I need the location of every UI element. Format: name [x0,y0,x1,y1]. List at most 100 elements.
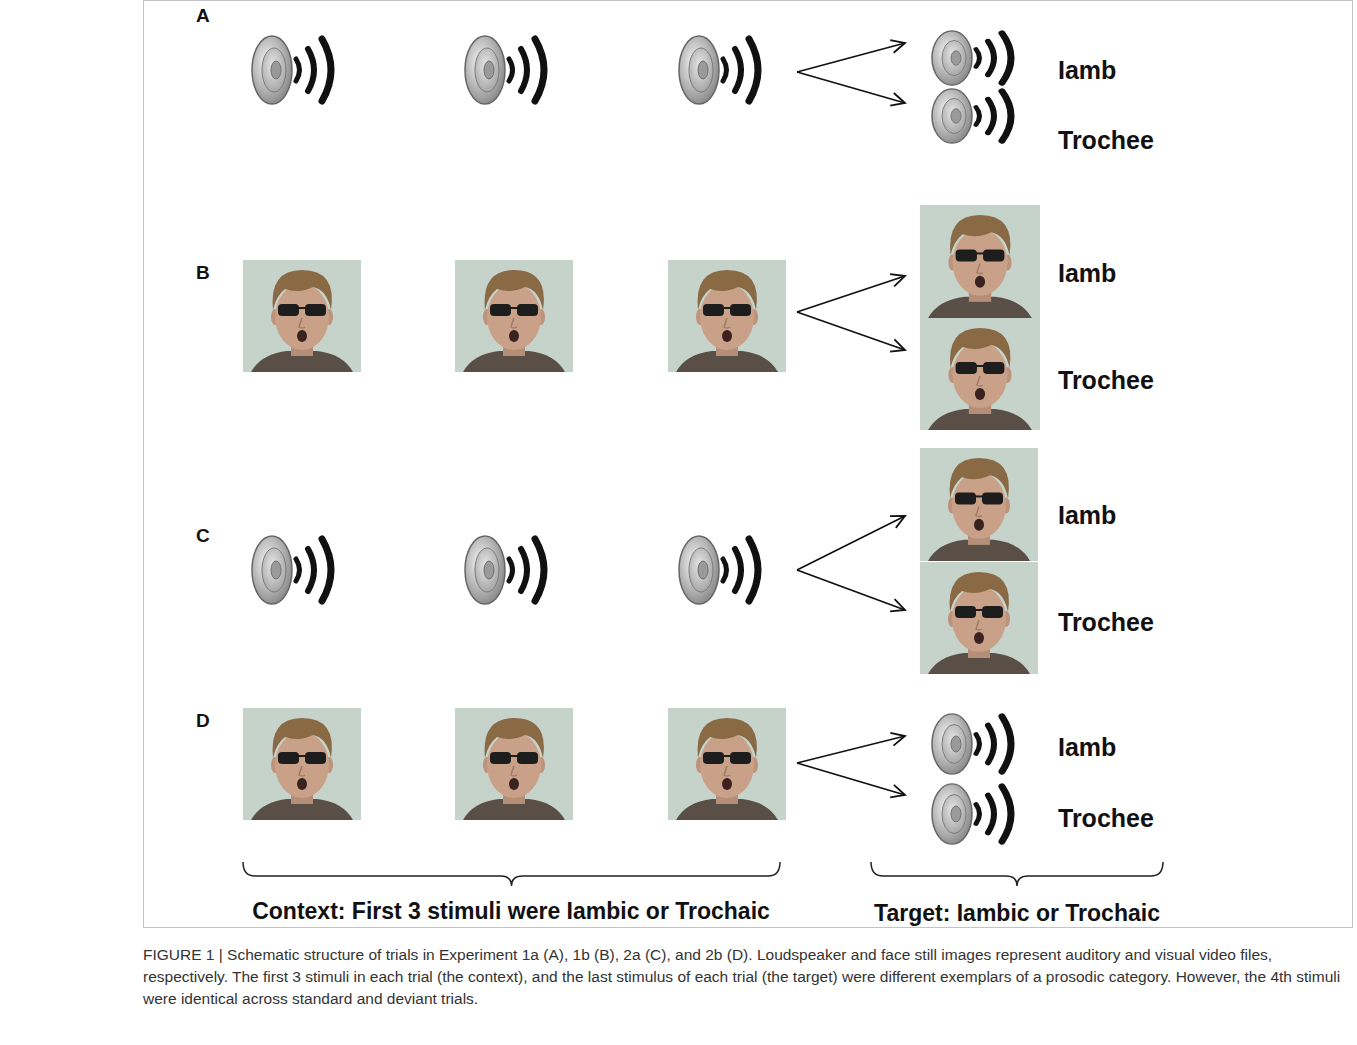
face-nose [977,264,983,274]
face-skin [700,732,754,798]
face-nose [299,766,305,776]
speaker-icon [932,714,1011,774]
sunglasses-bridge [510,307,518,309]
speaker-cone [679,536,719,604]
face-still [455,708,573,820]
face-still [920,205,1040,318]
speaker-center [484,561,494,579]
face-hair [950,328,1010,368]
sound-wave [521,549,527,591]
speaker-center [271,561,281,579]
fork-arrow [797,736,905,763]
sound-wave [1002,33,1011,83]
category-label: Iamb [1058,735,1116,760]
fork-arrow [797,72,905,103]
speaker-icon [679,536,758,604]
arrow-head [890,516,905,528]
sound-wave [322,539,331,601]
speaker-center [951,736,961,752]
sunglasses-lens [983,249,1004,261]
sound-wave [296,559,300,581]
face-skin [953,342,1008,408]
speaker-cone [932,89,972,143]
panel-letter: D [196,711,210,730]
sunglasses-lens [305,752,326,764]
face-skin [952,472,1006,539]
speaker-center [951,806,961,822]
face-still [455,260,573,372]
face-hair [698,270,757,310]
face-skin [952,586,1006,652]
arrow-head [890,733,905,746]
face-skin [953,229,1008,296]
sound-wave [296,59,300,81]
sunglasses-lens [703,752,724,764]
speaker-cone [252,536,292,604]
sound-wave [988,725,994,762]
face-skin [275,284,329,350]
speaker-icon [679,36,758,104]
category-label: Iamb [1058,261,1116,286]
speaker-cone [252,36,292,104]
sunglasses-lens [730,752,751,764]
sunglasses-bridge [298,755,306,757]
speaker-cone [932,31,972,85]
sunglasses-lens [278,752,299,764]
sound-wave [749,39,758,101]
sound-wave [735,549,741,591]
arrow-head [890,93,905,106]
sunglasses-lens [956,362,977,374]
face-mouth [974,632,984,644]
brace-bracket [243,862,780,886]
face-background [455,260,573,372]
speaker-inner [475,48,499,92]
face-skin [487,284,541,350]
face-hair [273,270,332,310]
speaker-inner [689,48,713,92]
sunglasses-lens [278,304,299,316]
face-still [243,260,361,372]
face-background [920,448,1038,561]
speaker-icon [252,536,331,604]
sunglasses-bridge [976,365,984,367]
face-still [243,708,361,820]
face-still [920,318,1040,430]
face-nose [724,318,730,328]
face-background [243,260,361,372]
speaker-cone [932,784,972,844]
sound-wave [1002,717,1011,772]
fork-arrow [797,570,905,610]
category-label: Trochee [1058,806,1154,831]
face-background [243,708,361,820]
speaker-icon [465,36,544,104]
sound-wave [308,549,314,591]
face-hair [698,718,757,758]
face-mouth [509,330,519,342]
face-hair [950,215,1010,255]
face-hair [950,458,1009,498]
arrow-head [890,785,905,798]
face-still [920,448,1038,561]
face-nose [977,376,983,386]
speaker-icon [252,36,331,104]
face-nose [724,766,730,776]
face-background [455,708,573,820]
sunglasses-lens [982,492,1003,504]
face-mouth [974,519,984,531]
face-hair [273,718,332,758]
face-nose [976,507,982,517]
brace-bracket [871,862,1163,886]
face-skin [275,732,329,798]
speaker-center [271,61,281,79]
sunglasses-lens [956,249,977,261]
fork-arrow [797,276,905,312]
speaker-icon [932,784,1011,844]
speaker-cone [679,36,719,104]
face-nose [976,620,982,630]
face-background [920,318,1040,430]
sunglasses-bridge [975,495,983,497]
sound-wave [976,734,980,753]
category-label: Trochee [1058,128,1154,153]
face-mouth [297,330,307,342]
face-mouth [509,778,519,790]
